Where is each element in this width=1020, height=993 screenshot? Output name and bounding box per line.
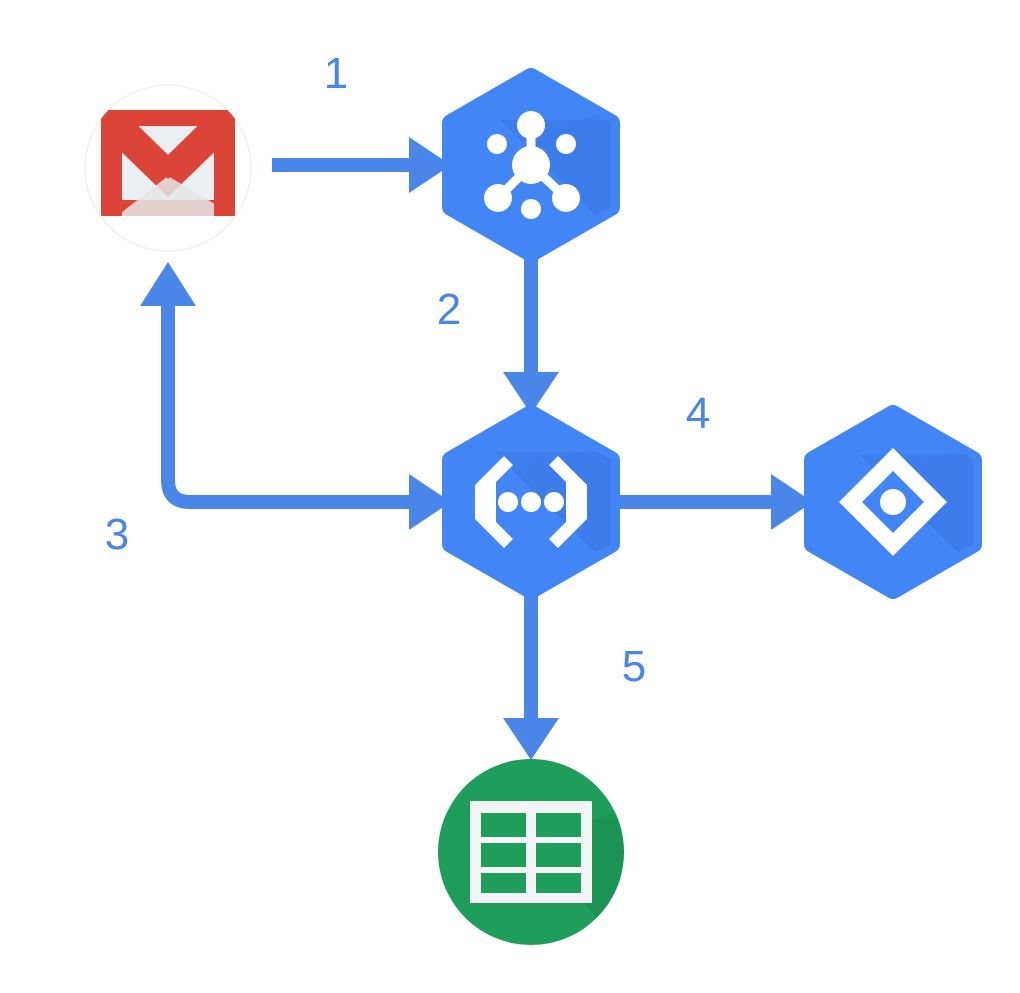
- connector-1-arrow: [272, 137, 451, 193]
- node-cloud-vision-api[interactable]: [804, 405, 1020, 615]
- connector-3-arrow: [140, 262, 451, 530]
- google-sheets-icon: [470, 801, 592, 903]
- connector-4-label: 4: [686, 389, 710, 438]
- gmail-icon: [101, 110, 235, 216]
- connector-5-arrow: [503, 590, 559, 760]
- pubsub-icon: [484, 111, 580, 219]
- connector-4-arrow: [611, 474, 813, 530]
- connector-2-arrow: [503, 253, 559, 414]
- node-google-sheets[interactable]: [438, 759, 680, 993]
- node-cloud-pubsub[interactable]: [442, 68, 660, 280]
- cloud-vision-icon: [839, 448, 947, 556]
- cloud-functions-icon: [475, 456, 587, 548]
- connector-2-label: 2: [437, 285, 461, 334]
- node-gmail[interactable]: [84, 84, 252, 252]
- node-cloud-functions[interactable]: [442, 405, 660, 618]
- connector-1-label: 1: [324, 49, 348, 98]
- connector-3-label: 3: [105, 510, 129, 559]
- connector-5-label: 5: [622, 642, 646, 691]
